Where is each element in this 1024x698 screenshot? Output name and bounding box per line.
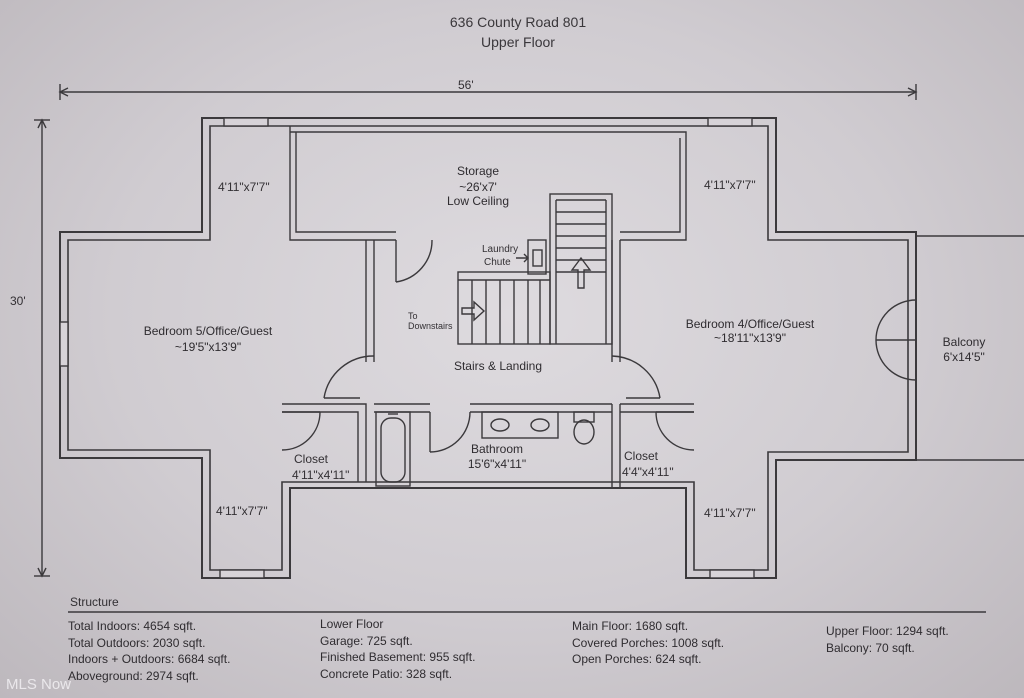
structure-heading: Structure [70,595,119,609]
center-wall-left [365,240,375,362]
window-bottom-left [219,569,265,579]
center-wall-right [611,240,621,362]
toilet [573,411,595,445]
width-label: 56' [458,78,474,92]
main-floor: Main Floor: 1680 sqft. [572,619,689,633]
total-indoors: Total Indoors: 4654 sqft. [68,619,197,633]
depth-label: 30' [10,294,26,308]
indoors-outdoors: Indoors + Outdoors: 6684 sqft. [68,652,231,666]
closet-left-label: Closet [294,452,329,466]
bedroom4-size: ~18'11"x13'9" [714,331,786,345]
bedroom4-label: Bedroom 4/Office/Guest [685,317,815,331]
laundry-chute [516,239,547,275]
structure-col-4: Upper Floor: 1294 sqft. Balcony: 70 sqft… [826,623,949,656]
laundry-label-1: Laundry [482,244,519,255]
bathroom-door [429,411,471,453]
to-downstairs-1: To [408,311,418,321]
garage: Garage: 725 sqft. [320,633,413,648]
structure-col-2: Lower Floor Garage: 725 sqft. Finished B… [320,616,475,682]
concrete-patio: Concrete Patio: 328 sqft. [320,666,453,681]
stairs-up [549,193,613,345]
closet-left-door [281,411,321,451]
closet-right-size: 4'4"x4'11" [622,465,674,479]
landing-arc-right [611,355,661,399]
nook-top-left-size: 4'11"x7'7" [218,180,270,194]
mls-now-watermark: MLS Now [6,676,72,693]
storage-walls [289,126,687,241]
open-porches: Open Porches: 624 sqft. [572,652,702,666]
balcony-sqft: Balcony: 70 sqft. [826,640,915,655]
nook-bottom-right-size: 4'11"x7'7" [704,506,756,520]
balcony-size: 6'x14'5" [943,350,985,364]
floor-title: Upper Floor [481,34,555,50]
width-dimension-line [58,84,918,100]
balcony-door [875,299,917,381]
window-left [59,321,69,367]
laundry-label-2: Chute [484,257,511,268]
storage-note: Low Ceiling [446,194,510,208]
storage-label: Storage [456,164,500,178]
nook-bottom-left-size: 4'11"x7'7" [216,504,268,518]
closet-left-size: 4'11"x4'11" [292,468,350,482]
address-title: 636 County Road 801 [449,14,587,30]
upper-floor: Upper Floor: 1294 sqft. [826,624,949,638]
closet-right-door [655,411,695,451]
landing-arc-left [323,355,375,399]
window-bottom-right [709,569,755,579]
bathtub [375,411,411,487]
bathroom-wall [282,403,694,482]
stairs-down [457,271,551,345]
nook-top-right-size: 4'11"x7'7" [704,178,756,192]
to-downstairs-2: Downstairs [408,321,453,331]
outer-wall [59,117,917,579]
closet-right-label: Closet [624,449,659,463]
aboveground: Aboveground: 2974 sqft. [68,668,199,683]
balcony-label: Balcony [942,335,986,349]
bathroom-size: 15'6"x4'11" [467,457,527,471]
storage-door [395,239,433,283]
bedroom5-size: ~19'5"x13'9" [174,340,242,354]
stairs-landing-label: Stairs & Landing [453,359,543,373]
covered-porches: Covered Porches: 1008 sqft. [572,635,725,650]
total-outdoors: Total Outdoors: 2030 sqft. [68,635,206,650]
window-top-left [223,117,269,127]
bathroom-label: Bathroom [470,442,524,456]
lower-floor: Lower Floor [320,617,384,631]
balcony-outline [916,235,1024,461]
structure-col-1: Total Indoors: 4654 sqft. Total Outdoors… [68,618,230,684]
finished-basement: Finished Basement: 955 sqft. [320,650,476,664]
storage-size: ~26'x7' [459,180,497,194]
window-top-right [707,117,753,127]
bedroom5-label: Bedroom 5/Office/Guest [143,324,273,338]
depth-dimension-line [34,118,50,578]
double-vanity [481,411,559,439]
inner-wall [67,125,909,571]
structure-col-3: Main Floor: 1680 sqft. Covered Porches: … [572,618,724,668]
